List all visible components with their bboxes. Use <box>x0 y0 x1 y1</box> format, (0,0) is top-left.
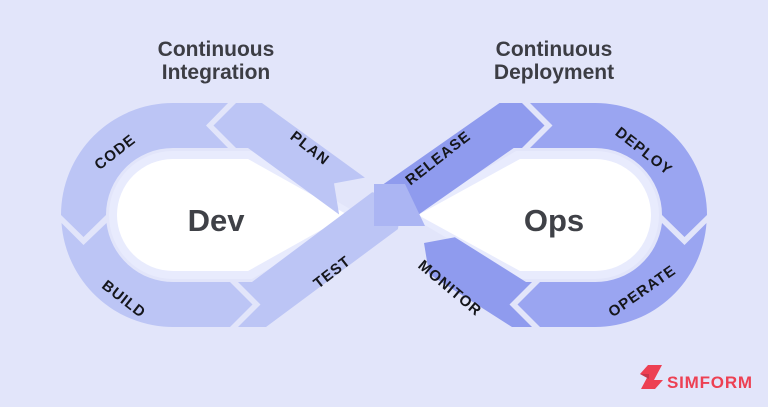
ops-inner-white <box>418 159 651 271</box>
monitor-arrow-segment <box>424 237 532 327</box>
release-arrow-segment <box>378 103 545 225</box>
plan-arrow-segment <box>213 103 365 215</box>
ci-heading-line1: Continuous <box>158 38 275 61</box>
build-arrow-segment <box>61 223 253 327</box>
brand-logo: SIMFORM <box>640 365 753 392</box>
simform-s-icon <box>640 365 663 389</box>
code-arrow-segment <box>61 103 228 237</box>
simform-wordmark: SIMFORM <box>667 373 753 392</box>
operate-arrow-segment <box>517 223 707 327</box>
dev-center-label: Dev <box>188 203 246 238</box>
ops-center-label: Ops <box>524 203 584 238</box>
cd-heading-line2: Deployment <box>494 61 614 84</box>
crossing-bridge-fragment <box>374 184 425 226</box>
dev-inner-white <box>117 159 348 271</box>
ci-heading-line2: Integration <box>162 61 271 84</box>
cd-heading-line1: Continuous <box>496 38 613 61</box>
simform-s-icon-fold <box>640 374 649 379</box>
deploy-arrow-segment <box>530 103 707 237</box>
test-arrow-segment <box>238 192 403 327</box>
